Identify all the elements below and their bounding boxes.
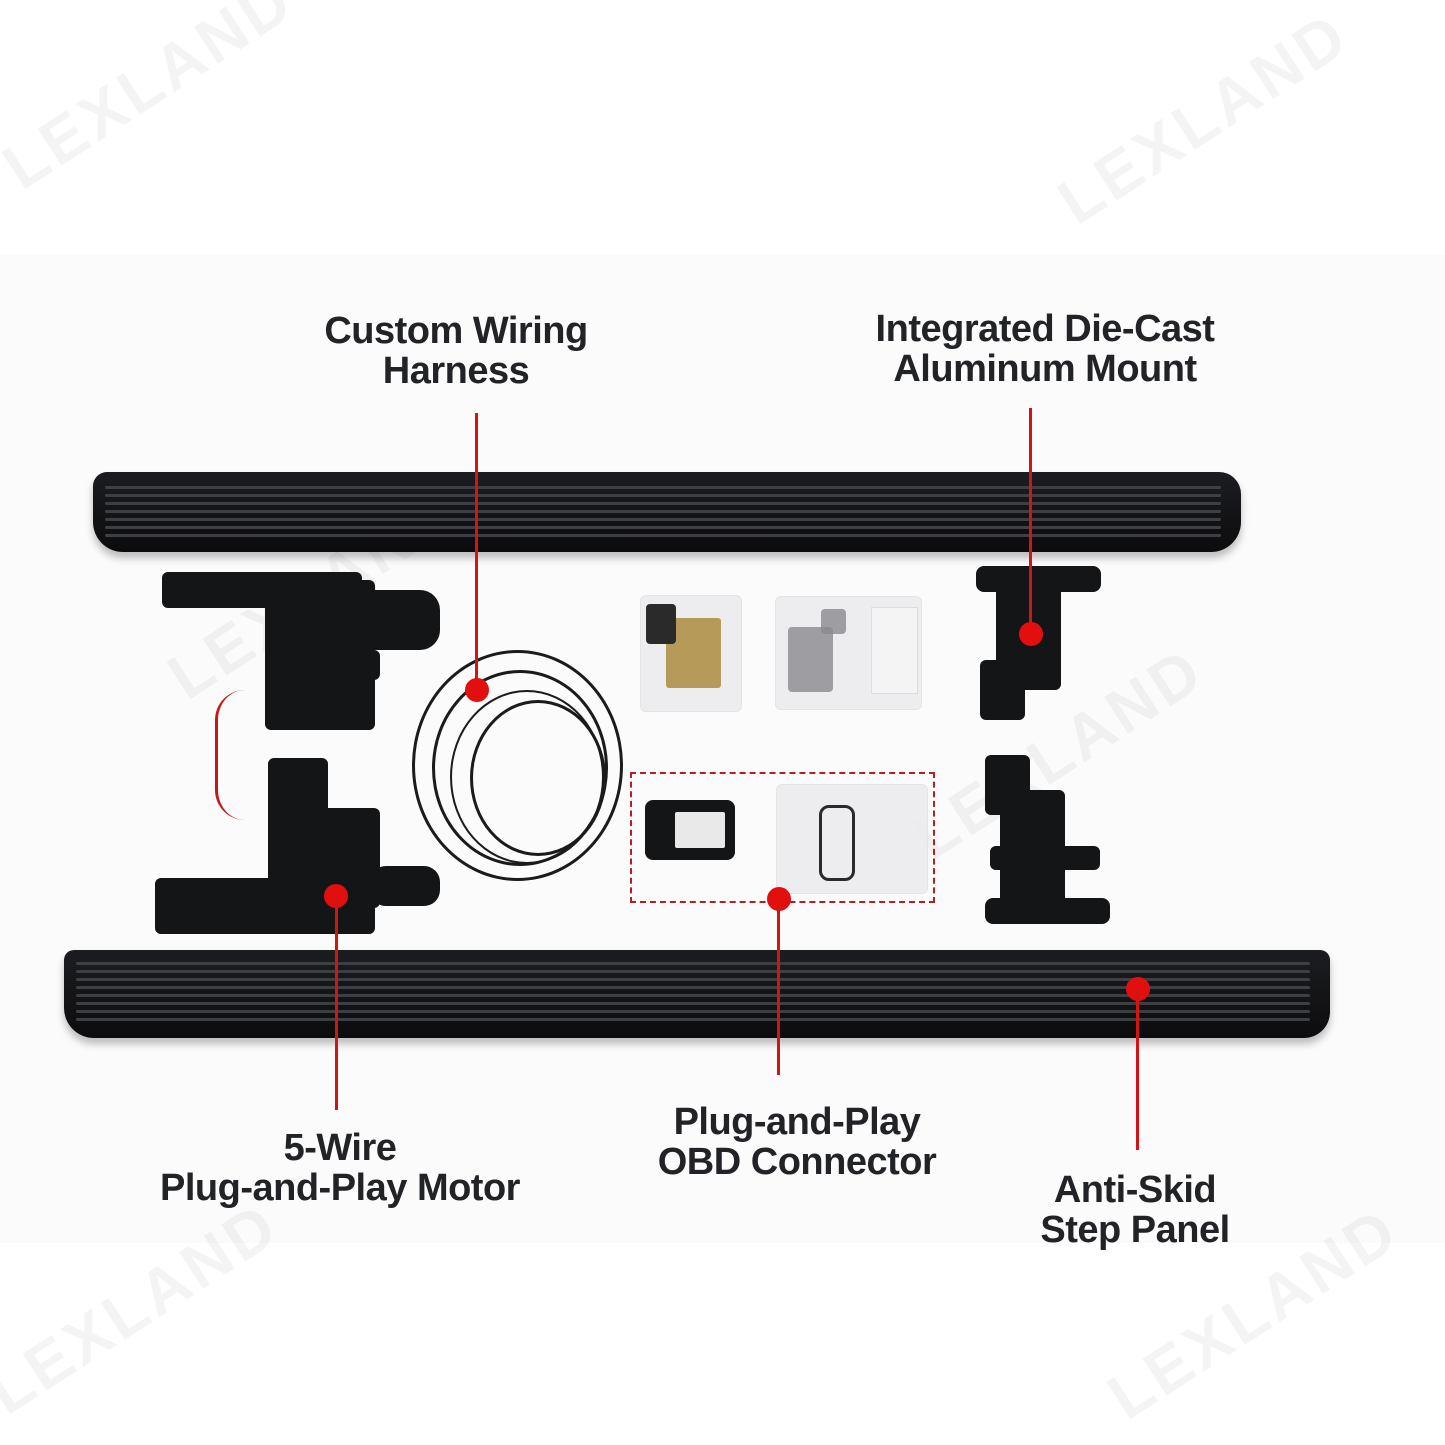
callout-line-wiring-harness [475, 413, 478, 690]
callout-dot-wiring-harness [465, 678, 489, 702]
callout-label-die-cast-mount: Integrated Die-Cast Aluminum Mount [875, 308, 1215, 390]
callout-label-obd-connector: Plug-and-Play OBD Connector [657, 1101, 937, 1183]
callout-line-motor [335, 896, 338, 1110]
watermark-top-right: LEXLAND [1045, 0, 1362, 239]
lower-running-board [64, 950, 1330, 1038]
upper-running-board [93, 472, 1241, 552]
obd-control-box [645, 800, 735, 860]
callout-label-step-panel: Anti-Skid Step Panel [1040, 1169, 1230, 1251]
callout-label-wiring-harness: Custom Wiring Harness [324, 310, 588, 392]
motor-wires [215, 690, 278, 820]
control-module-bag [640, 595, 742, 712]
watermark-top-left: LEXLAND [0, 0, 307, 204]
callout-line-step-panel [1136, 989, 1139, 1150]
photo-background-panel [0, 255, 1445, 1243]
callout-dot-die-cast-mount [1019, 622, 1043, 646]
callout-line-die-cast-mount [1029, 408, 1032, 633]
hardware-screws-bag [775, 596, 922, 710]
obd-cable-bag [776, 784, 928, 894]
callout-line-obd-connector [777, 899, 780, 1075]
callout-label-motor: 5-Wire Plug-and-Play Motor [160, 1127, 520, 1209]
